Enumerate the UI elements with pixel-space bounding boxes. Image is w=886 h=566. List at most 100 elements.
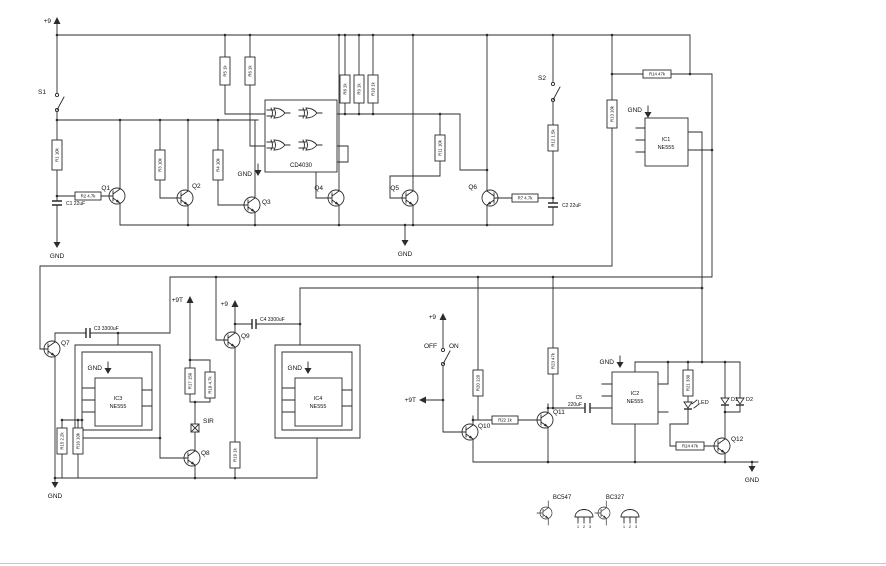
transistor-q1: Q1 bbox=[101, 179, 126, 213]
resistor-r18: R18 4.7k bbox=[204, 371, 216, 399]
label-q5: Q5 bbox=[390, 185, 399, 192]
resistor-r14: R14 47k bbox=[642, 69, 672, 79]
label-ic4-part: NE555 bbox=[310, 404, 327, 410]
resistor-r21: R21 330 bbox=[682, 369, 694, 397]
label-q3: Q3 bbox=[262, 199, 271, 206]
transistor-q3: Q3 bbox=[239, 188, 271, 222]
label-r3: R3 10k bbox=[158, 157, 163, 171]
label-c2: C2 22uF bbox=[562, 203, 581, 209]
capacitor-c1: C1 22uF bbox=[52, 200, 85, 207]
resistor-r23: R23 47k bbox=[547, 347, 559, 375]
label-r9: R9 1k bbox=[357, 83, 362, 95]
diode-d1: D1 bbox=[720, 397, 738, 406]
plus9-arrow-right bbox=[439, 313, 447, 320]
label-ic2-part: NE555 bbox=[627, 399, 644, 405]
label-r17: R17 150 bbox=[188, 372, 193, 389]
label-r19: R19 1k bbox=[233, 447, 238, 461]
label-plus9t-left: +9T bbox=[172, 297, 183, 304]
ic-ic2: IC2 NE555 bbox=[611, 371, 659, 425]
transistor-q12: Q12 bbox=[709, 429, 744, 463]
pinout-bc547: BC547 1 2 3 bbox=[536, 495, 594, 529]
ic-cd4030: CD4030 bbox=[264, 99, 338, 173]
switch-off-on: OFF ON bbox=[424, 343, 459, 367]
label-ic3-part: NE555 bbox=[110, 404, 127, 410]
label-r15: R15 2.2k bbox=[60, 432, 65, 450]
transistor-q8: Q8 bbox=[179, 441, 210, 475]
label-q11: Q11 bbox=[553, 409, 565, 416]
resistor-r16: R16 10k bbox=[72, 427, 84, 455]
ground-symbols: GND GND GND GND GND GND GND GND GND bbox=[48, 107, 760, 500]
bc547-symbol bbox=[536, 500, 553, 526]
transistor-q7: Q7 bbox=[39, 332, 70, 366]
label-q7: Q7 bbox=[61, 340, 70, 347]
switch-s2: S2 bbox=[538, 75, 561, 103]
diode-d2: D2 bbox=[735, 397, 753, 406]
resistor-r24: R24 47k bbox=[675, 441, 705, 451]
label-bc547-pin3: 3 bbox=[589, 524, 592, 529]
label-c5-ref: C5 bbox=[576, 395, 583, 401]
resistor-r4: R4 10k bbox=[212, 149, 224, 181]
resistor-r12: R12 1.5k bbox=[547, 124, 559, 152]
label-q9: Q9 bbox=[241, 333, 250, 340]
label-r14: R14 47k bbox=[649, 72, 666, 77]
bc327-package-icon bbox=[620, 509, 640, 518]
label-gnd-c1: GND bbox=[50, 253, 65, 260]
label-ic4: IC4 bbox=[314, 396, 323, 402]
plus9t-arrow-left bbox=[186, 296, 194, 303]
bc547-package-icon bbox=[574, 509, 594, 518]
label-bc547-pin2: 2 bbox=[583, 524, 586, 529]
transistor-q5: Q5 bbox=[390, 181, 419, 215]
label-r2: R2 4.7k bbox=[81, 194, 97, 199]
label-r5: R5 1k bbox=[223, 65, 228, 77]
resistor-r22: R22 1k bbox=[491, 415, 519, 425]
label-r11: R11 10k bbox=[438, 139, 443, 156]
label-r7: R7 4.7k bbox=[518, 196, 534, 201]
label-r6: R6 1k bbox=[248, 65, 253, 77]
label-c1: C1 22uF bbox=[66, 201, 85, 207]
power-symbols: +9 +9T +9 +9 +9T bbox=[44, 17, 447, 404]
resistor-r19: R19 1k bbox=[229, 441, 241, 469]
label-q10: Q10 bbox=[478, 423, 491, 430]
label-led: LED bbox=[698, 400, 709, 406]
label-c3: C3 3300uF bbox=[94, 326, 119, 332]
resistor-r15: R15 2.2k bbox=[56, 427, 68, 455]
transistor-q11: Q11 bbox=[532, 403, 565, 437]
label-q2: Q2 bbox=[192, 183, 201, 190]
resistor-r9: R9 1k bbox=[353, 74, 365, 104]
label-gnd-ic2: GND bbox=[600, 359, 615, 366]
plus9-arrow-top bbox=[53, 17, 61, 24]
label-r21: R21 330 bbox=[686, 374, 691, 391]
resistor-r17: R17 150 bbox=[184, 367, 196, 395]
resistor-r5: R5 1k bbox=[219, 56, 231, 86]
label-ic1: IC1 bbox=[662, 137, 671, 143]
label-plus9t-right: +9T bbox=[405, 397, 416, 404]
label-ic3: IC3 bbox=[114, 396, 123, 402]
transistor-q9: Q9 bbox=[219, 323, 250, 357]
label-r22: R22 1k bbox=[498, 418, 512, 423]
capacitor-c3: C3 3300uF bbox=[85, 326, 119, 338]
label-plus9-top: +9 bbox=[44, 18, 52, 25]
piezo-sir: SIR bbox=[190, 418, 214, 433]
label-d2: D2 bbox=[746, 397, 753, 403]
label-r1: R1 10k bbox=[55, 147, 60, 161]
bc327-symbol bbox=[594, 500, 611, 526]
junction-dots bbox=[53, 33, 754, 480]
resistor-r8: R8 1k bbox=[339, 74, 351, 104]
label-gnd-bottom-right: GND bbox=[745, 477, 760, 484]
resistor-r11: R11 10k bbox=[434, 134, 446, 162]
resistor-r13: R13 10k bbox=[606, 99, 618, 129]
capacitor-c5: C5 220uF bbox=[568, 395, 591, 413]
pinout-bc327: BC327 1 2 3 bbox=[594, 495, 640, 529]
label-r23: R23 47k bbox=[551, 352, 556, 369]
label-cd4030: CD4030 bbox=[290, 163, 313, 169]
transistor-q2: Q2 bbox=[172, 181, 201, 215]
label-d1: D1 bbox=[731, 397, 738, 403]
label-gnd-ic1: GND bbox=[628, 107, 643, 114]
label-off: OFF bbox=[424, 343, 437, 350]
label-bc327: BC327 bbox=[606, 495, 625, 501]
label-gnd-mid: GND bbox=[398, 251, 413, 258]
label-q6: Q6 bbox=[468, 184, 477, 191]
label-plus9-q9: +9 bbox=[221, 301, 229, 308]
label-r20: R20 120 bbox=[476, 374, 481, 391]
label-plus9-right: +9 bbox=[429, 314, 437, 321]
